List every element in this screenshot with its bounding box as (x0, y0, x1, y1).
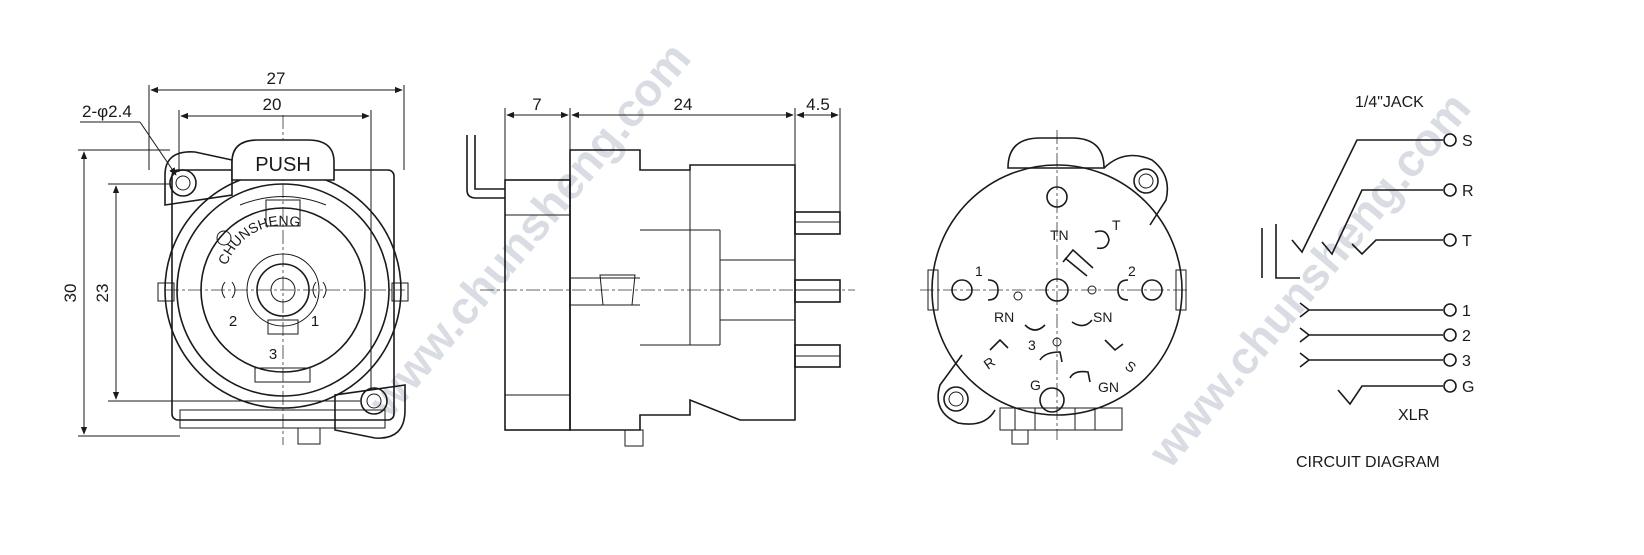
rear-label-rn: RN (994, 309, 1014, 325)
rear-label-3: 3 (1028, 337, 1036, 353)
rear-label-s: S (1122, 357, 1139, 375)
front-view: PUSH CHUNSHENG 2 1 3 27 20 2 (61, 69, 409, 445)
xlr-terminal-g: G (1462, 379, 1474, 396)
jack-terminal-r: R (1462, 183, 1474, 200)
xlr-terminal-3: 3 (1462, 353, 1471, 370)
dim-hole-callout: 2-φ2.4 (82, 102, 132, 121)
dim-front-hole-spacing: 20 (263, 95, 282, 114)
rear-label-r: R (981, 354, 998, 373)
rear-view: TN T 1 2 RN SN 3 R S G GN (920, 130, 1190, 445)
side-view: 7 24 4.5 (466, 95, 855, 447)
circuit-diagram: 1/4"JACK S R T 1 2 3 G XLR CIRCUIT DIAGR… (1261, 94, 1474, 471)
rear-label-g: G (1030, 377, 1041, 393)
dim-front-height: 30 (61, 284, 80, 303)
rear-label-t: T (1112, 217, 1121, 233)
jack-terminal-t: T (1462, 233, 1472, 250)
front-pin-2: 2 (229, 313, 237, 330)
push-label: PUSH (255, 154, 311, 176)
front-pin-3: 3 (269, 346, 277, 363)
dim-side-pin: 4.5 (806, 95, 830, 114)
brand-arc-text: CHUNSHENG (215, 212, 302, 267)
jack-title: 1/4"JACK (1355, 94, 1424, 111)
rear-label-gn: GN (1098, 379, 1119, 395)
rear-label-2: 2 (1128, 263, 1136, 279)
xlr-terminal-2: 2 (1462, 328, 1471, 345)
dim-front-hole-vertical: 23 (93, 284, 112, 303)
rear-label-sn: SN (1093, 309, 1112, 325)
dim-front-width: 27 (267, 69, 286, 88)
dim-side-panel: 7 (532, 95, 541, 114)
watermark-group: www.chunsheng.com www.chunsheng.com (357, 32, 1480, 477)
circuit-caption: CIRCUIT DIAGRAM (1296, 454, 1440, 471)
xlr-terminal-1: 1 (1462, 303, 1471, 320)
jack-terminal-s: S (1462, 133, 1473, 150)
rear-label-1: 1 (975, 263, 983, 279)
dim-side-body: 24 (674, 95, 693, 114)
front-pin-1: 1 (311, 313, 319, 330)
xlr-title: XLR (1398, 407, 1429, 424)
rear-label-tn: TN (1050, 227, 1069, 243)
